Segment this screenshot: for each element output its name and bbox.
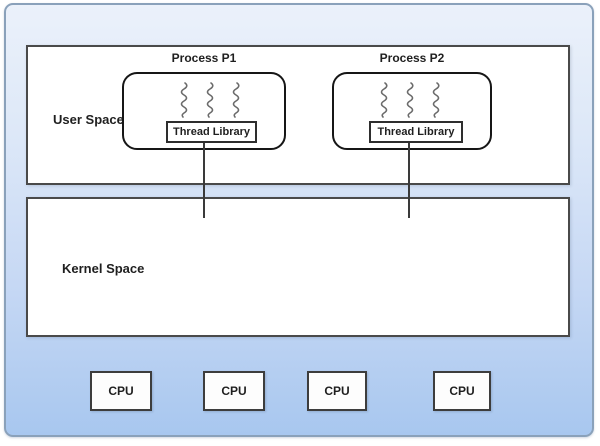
process-p2-label: Process P2: [379, 51, 445, 65]
user-space-label: User Space: [53, 112, 124, 127]
cpu-box-1: CPU: [90, 371, 152, 411]
diagram-frame: User Space Kernel Space Process P1 Threa…: [4, 3, 594, 437]
thread-library-box-p2: Thread Library: [369, 121, 463, 143]
kernel-space-label: Kernel Space: [62, 261, 145, 276]
thread-squiggle-icons-p2: [380, 82, 440, 118]
kernel-space-box: [26, 197, 570, 337]
thread-squiggle-icons-p1: [180, 82, 240, 118]
process-p1-label: Process P1: [171, 51, 237, 65]
cpu-box-4: CPU: [433, 371, 491, 411]
cpu-box-3: CPU: [307, 371, 367, 411]
connector-p2-to-kernel: [408, 142, 410, 218]
cpu-box-2: CPU: [203, 371, 265, 411]
connector-p1-to-kernel: [203, 142, 205, 218]
thread-library-box-p1: Thread Library: [166, 121, 257, 143]
